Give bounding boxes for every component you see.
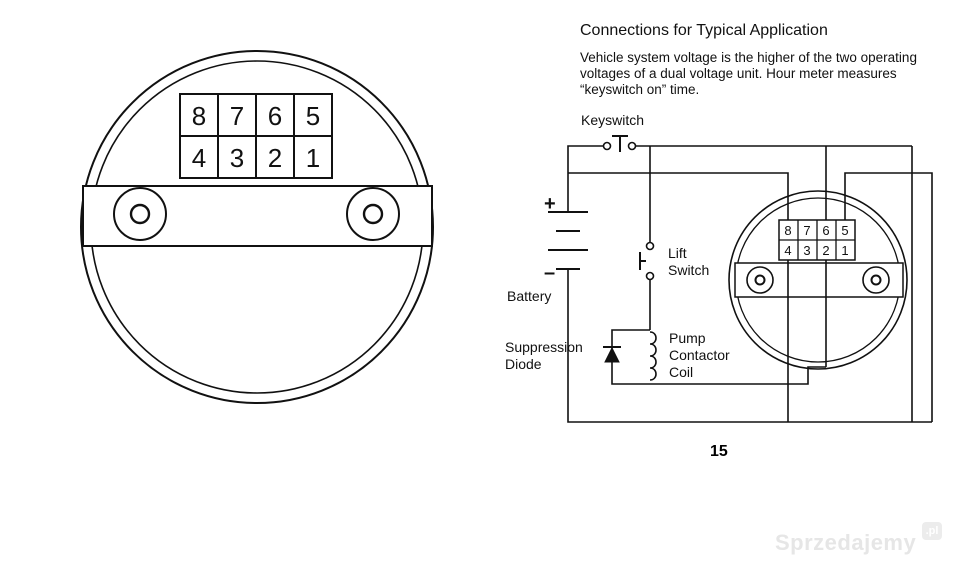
small-connector-pins: 8 7 6 5 4 3 2 1: [784, 223, 848, 258]
gauge-back-view: [80, 50, 434, 404]
battery-plus-label: +: [544, 193, 556, 215]
pump-label-line3: Coil: [669, 364, 693, 380]
diode-symbol: [603, 346, 621, 363]
large-pin-3: 3: [230, 143, 244, 173]
lift-switch-symbol: [639, 241, 655, 281]
small-pin-4: 4: [784, 243, 791, 258]
small-pin-5: 5: [841, 223, 848, 238]
diode-label-line2: Diode: [505, 356, 542, 372]
lift-switch-label-line2: Switch: [668, 262, 709, 278]
description-text: Vehicle system voltage is the higher of …: [580, 50, 917, 97]
small-pin-7: 7: [803, 223, 810, 238]
large-pin-1: 1: [306, 143, 320, 173]
small-pin-3: 3: [803, 243, 810, 258]
small-pin-8: 8: [784, 223, 791, 238]
pump-label-line2: Contactor: [669, 347, 730, 363]
page-heading: Connections for Typical Application: [580, 22, 828, 39]
battery-symbol: [548, 211, 588, 270]
large-pin-5: 5: [306, 101, 320, 131]
keyswitch-symbol: [602, 135, 637, 152]
pump-label-line1: Pump: [669, 330, 706, 346]
coil-symbol: [649, 331, 657, 381]
small-pin-2: 2: [822, 243, 829, 258]
small-pin-1: 1: [841, 243, 848, 258]
battery-minus-label: –: [544, 262, 555, 284]
wires: [567, 145, 933, 423]
large-pin-7: 7: [230, 101, 244, 131]
page-number: 15: [710, 443, 728, 460]
large-pin-2: 2: [268, 143, 282, 173]
keyswitch-label: Keyswitch: [581, 112, 644, 128]
small-gauge: [728, 190, 908, 370]
lift-switch-label-line1: Lift: [668, 245, 687, 261]
small-pin-6: 6: [822, 223, 829, 238]
watermark-badge: .pl: [922, 522, 942, 540]
large-connector-pins: 8 7 6 5 4 3 2 1: [192, 101, 320, 173]
large-pin-4: 4: [192, 143, 206, 173]
battery-label: Battery: [507, 288, 551, 304]
large-pin-6: 6: [268, 101, 282, 131]
watermark-text: Sprzedajemy: [775, 530, 917, 555]
large-pin-8: 8: [192, 101, 206, 131]
diode-label-line1: Suppression: [505, 339, 583, 355]
